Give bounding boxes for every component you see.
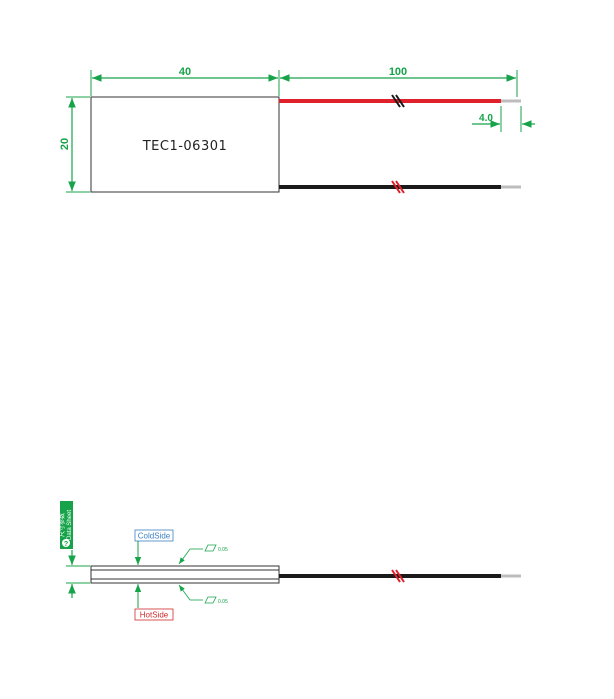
svg-text:40: 40 bbox=[179, 66, 191, 78]
cold-plate bbox=[90, 565, 280, 571]
svg-text:尺寸参数: 尺寸参数 bbox=[58, 513, 66, 537]
side-view: 尺寸参数 Data Sheet ? ColdSide bbox=[58, 501, 521, 621]
dimension-height: 20 bbox=[59, 96, 90, 193]
flatness-callout-bottom: 0.05 bbox=[178, 584, 228, 605]
flatness-icon bbox=[204, 596, 217, 604]
info-icon bbox=[62, 539, 70, 547]
red-lead bbox=[279, 94, 521, 108]
dimension-thickness bbox=[66, 550, 90, 598]
svg-text:0.05: 0.05 bbox=[218, 599, 228, 605]
svg-text:Data Sheet: Data Sheet bbox=[67, 510, 73, 540]
data-sheet-badge: 尺寸参数 Data Sheet ? bbox=[58, 501, 73, 549]
dimension-lead-length: 100 bbox=[280, 66, 518, 97]
flatness-icon bbox=[204, 544, 217, 552]
svg-text:HotSide: HotSide bbox=[140, 611, 169, 620]
svg-text:100: 100 bbox=[389, 66, 407, 78]
cold-side-callout: ColdSide bbox=[134, 529, 174, 565]
model-label: TEC1-06301 bbox=[142, 139, 228, 154]
flatness-callout-top: 0.05 bbox=[178, 544, 228, 565]
lead-break-mark bbox=[391, 180, 401, 194]
black-lead bbox=[279, 180, 521, 194]
dimension-width: 40 bbox=[90, 66, 280, 96]
side-lead bbox=[279, 569, 521, 583]
top-view: TEC1-06301 40 100 bbox=[59, 66, 535, 194]
dimension-strip-length: 4.0 bbox=[472, 106, 535, 132]
lead-break-mark bbox=[391, 569, 401, 583]
svg-text:?: ? bbox=[64, 541, 68, 548]
hot-side-callout: HotSide bbox=[134, 584, 174, 621]
svg-text:ColdSide: ColdSide bbox=[138, 532, 171, 541]
lead-break-mark bbox=[391, 94, 401, 108]
svg-text:0.05: 0.05 bbox=[218, 547, 228, 553]
hot-plate bbox=[90, 578, 280, 584]
module-body bbox=[90, 96, 280, 193]
svg-text:4.0: 4.0 bbox=[479, 113, 493, 124]
svg-text:20: 20 bbox=[59, 138, 71, 150]
